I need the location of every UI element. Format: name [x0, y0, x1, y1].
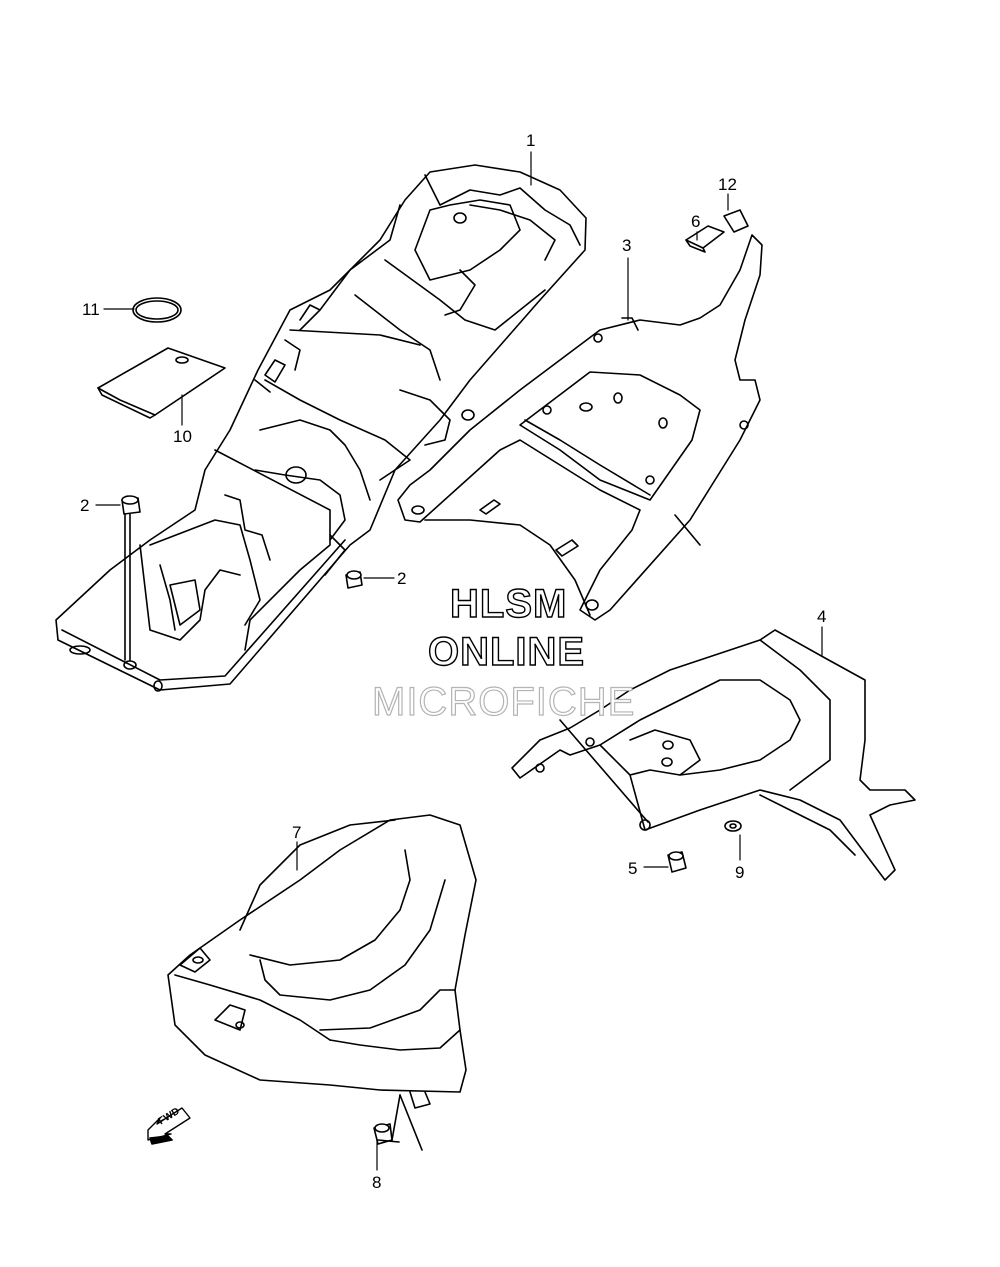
callout-10: 10 — [173, 427, 192, 446]
part-2-bolt — [122, 496, 140, 660]
callout-2-right: 2 — [397, 569, 407, 588]
callout-2-left: 2 — [80, 496, 90, 515]
part-4-rear-hugger — [512, 630, 915, 880]
callout-11: 11 — [82, 300, 100, 319]
callout-7: 7 — [292, 823, 302, 842]
part-9-washer — [725, 821, 741, 831]
part-5-bolt — [668, 852, 686, 872]
callout-9: 9 — [735, 863, 745, 882]
callout-5: 5 — [628, 859, 638, 878]
callout-6: 6 — [691, 212, 701, 231]
callout-3: 3 — [622, 236, 632, 255]
part-2-bolt-second — [346, 571, 362, 588]
callout-12: 12 — [718, 175, 737, 194]
part-8-bolt — [374, 1124, 399, 1144]
part-11-ring — [133, 298, 181, 322]
watermark-line-3: MICROFICHE — [371, 680, 636, 724]
part-10-cover — [98, 348, 225, 418]
fwd-arrow-icon — [148, 1108, 190, 1144]
part-1-rear-fender — [56, 165, 586, 691]
watermark-line-1: HLSM — [449, 582, 568, 626]
part-12-pad — [724, 210, 748, 232]
part-6-pad — [686, 226, 724, 252]
leader-lines — [96, 152, 822, 1170]
watermark-line-2: ONLINE — [427, 630, 586, 674]
part-3-inner-fender — [398, 235, 762, 620]
callout-4: 4 — [817, 607, 827, 626]
callout-8: 8 — [372, 1173, 382, 1192]
part-7-front-fender — [168, 815, 476, 1150]
callout-1: 1 — [526, 131, 536, 150]
